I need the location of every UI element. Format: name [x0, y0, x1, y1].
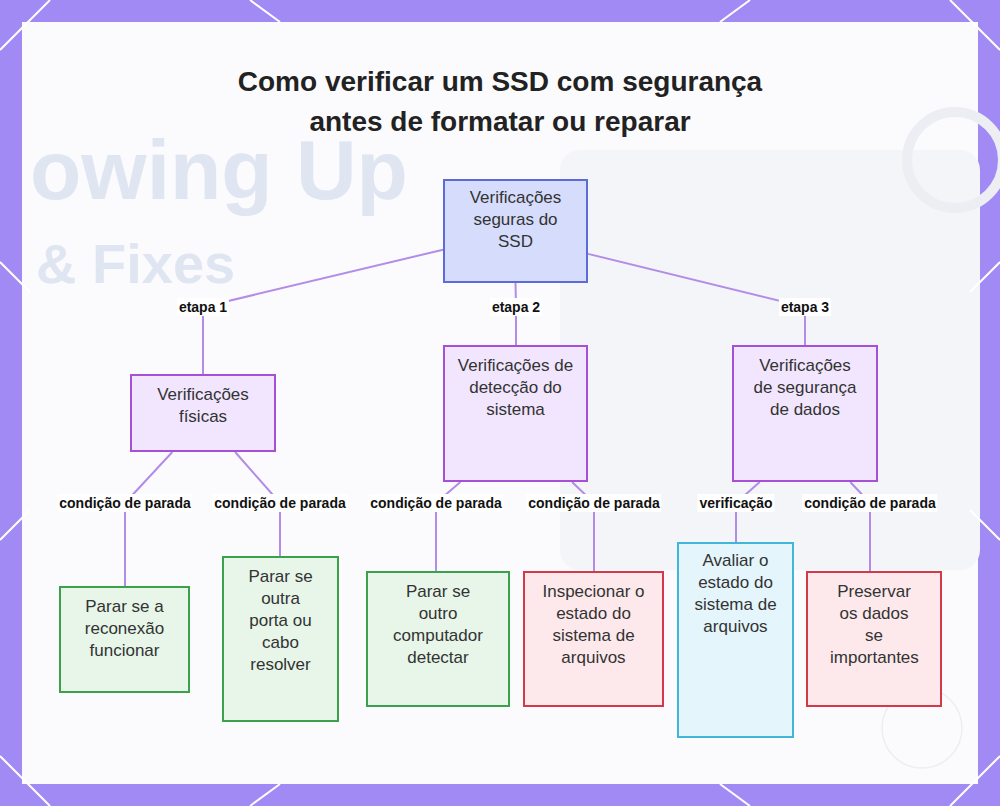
corner-line — [970, 262, 1000, 292]
process-box: Verificações seguras do SSD — [443, 179, 588, 283]
process-box: Parar se outra porta ou cabo resolver — [222, 556, 339, 722]
corner-line — [950, 0, 1000, 50]
box-text: Verificações físicas — [142, 384, 264, 428]
process-box: Verificações de detecção do sistema — [443, 345, 588, 482]
corner-line — [0, 262, 30, 292]
process-box: Parar se a reconexão funcionar — [59, 586, 190, 693]
box-text: Parar se a reconexão funcionar — [77, 596, 172, 662]
corner-line — [970, 510, 1000, 540]
box-text: Verificações de segurança de dados — [748, 355, 862, 421]
box-text: Inspecionar o estado do sistema de arqui… — [535, 581, 652, 669]
connector-line — [203, 250, 443, 374]
box-text: Preservar os dados se importantes — [830, 581, 918, 669]
box-text: Parar se outro computador detectar — [390, 581, 486, 669]
corner-line — [250, 0, 280, 22]
edge-label: etapa 2 — [490, 298, 542, 316]
process-box: Parar se outro computador detectar — [366, 571, 510, 707]
corner-line — [250, 784, 280, 806]
faded-logo — [907, 112, 1000, 208]
box-text: Verificações de detecção do sistema — [455, 355, 576, 421]
edge-label: condição de parada — [526, 494, 661, 512]
edge-label: etapa 3 — [779, 298, 831, 316]
edge-label: condição de parada — [212, 494, 347, 512]
process-box: Inspecionar o estado do sistema de arqui… — [523, 571, 664, 707]
edge-label: condição de parada — [368, 494, 503, 512]
edge-label: condição de parada — [802, 494, 937, 512]
edge-label: condição de parada — [57, 494, 192, 512]
watermark-text: owing Up — [30, 128, 408, 212]
corner-line — [0, 0, 50, 50]
corner-line — [0, 756, 50, 806]
process-box: Preservar os dados se importantes — [806, 571, 942, 707]
process-box: Verificações físicas — [130, 374, 276, 452]
connector-line — [736, 482, 760, 542]
corner-line — [720, 0, 750, 22]
watermark-text: & Fixes — [36, 236, 235, 292]
process-box: Avaliar o estado do sistema de arquivos — [677, 542, 794, 738]
diagram-title: Como verificar um SSD com segurança ante… — [200, 62, 800, 142]
corner-line — [0, 510, 30, 540]
edge-label: etapa 1 — [177, 298, 229, 316]
connector-line — [588, 254, 805, 345]
box-text: Avaliar o estado do sistema de arquivos — [691, 550, 780, 638]
white-panel — [22, 22, 978, 784]
corner-line — [950, 756, 1000, 806]
box-text: Parar se outra porta ou cabo resolver — [242, 566, 319, 676]
corner-line — [720, 784, 750, 806]
connector-line — [125, 452, 172, 586]
box-text: Verificações seguras do SSD — [459, 187, 572, 253]
process-box: Verificações de segurança de dados — [732, 345, 878, 482]
edge-label: verificação — [697, 494, 774, 512]
